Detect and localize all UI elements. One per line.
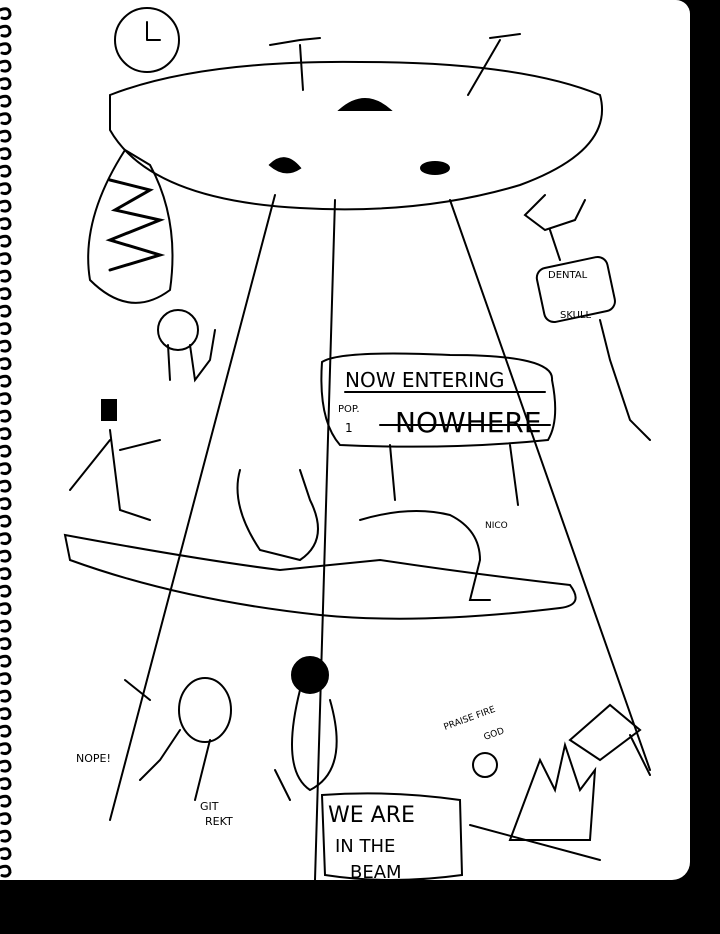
- spiral-ring: [0, 199, 12, 213]
- skull-jar: DENTAL SKULL: [523, 194, 651, 441]
- spiral-ring: [0, 514, 12, 528]
- tractor-beam: [109, 194, 651, 881]
- spiral-ring: [0, 42, 12, 56]
- beam-sign: [320, 792, 464, 881]
- spiral-ring: [0, 392, 12, 406]
- sign: NOW ENTERING POP. 1 NOWHERE: [320, 352, 557, 506]
- label-nico: NICO: [485, 521, 508, 531]
- spiral-ring: [0, 584, 12, 598]
- sign-pop-value: 1: [345, 421, 353, 435]
- label-nope: NOPE!: [76, 752, 111, 765]
- spiral-ring: [0, 532, 12, 546]
- spiral-ring: [0, 479, 12, 493]
- spiral-ring: [0, 304, 12, 318]
- spiral-ring: [0, 164, 12, 178]
- falling-person: [124, 677, 232, 801]
- spiral-ring: [0, 322, 12, 336]
- spiral-ring: [0, 462, 12, 476]
- jar-label-top: DENTAL: [548, 270, 588, 281]
- label-praise: PRAISE FIRE: [443, 705, 498, 733]
- spiral-ring: [0, 567, 12, 581]
- spiral-binding: [0, 7, 12, 878]
- spiral-ring: [0, 182, 12, 196]
- spiral-ring: [0, 94, 12, 108]
- spiral-ring: [0, 287, 12, 301]
- sign-place: NOWHERE: [395, 406, 542, 439]
- spiral-ring: [0, 234, 12, 248]
- spiral-ring: [0, 217, 12, 231]
- spiral-ring: [0, 654, 12, 668]
- spiral-ring: [0, 619, 12, 633]
- spiral-ring: [0, 444, 12, 458]
- spiral-ring: [0, 409, 12, 423]
- campfire: [469, 703, 651, 861]
- spiral-ring: [0, 742, 12, 756]
- spiral-ring: [0, 269, 12, 283]
- spiral-ring: [0, 864, 12, 878]
- spiral-ring: [0, 374, 12, 388]
- spiral-ring: [0, 549, 12, 563]
- clock-icon: [114, 7, 180, 73]
- beam-figure: [274, 656, 338, 801]
- spiral-ring: [0, 602, 12, 616]
- spiral-ring: [0, 112, 12, 126]
- spiral-ring: [0, 24, 12, 38]
- spiral-ring: [0, 339, 12, 353]
- spiral-ring: [0, 637, 12, 651]
- spiral-ring: [0, 672, 12, 686]
- label-rekt: REKT: [205, 815, 233, 828]
- sign-pop-label: POP.: [338, 404, 360, 415]
- space-cat: [157, 309, 216, 383]
- spiral-ring: [0, 847, 12, 861]
- beam-text-line3: BEAM: [350, 862, 402, 883]
- spiral-ring: [0, 777, 12, 791]
- spiral-ring: [0, 252, 12, 266]
- spiral-ring: [0, 147, 12, 161]
- jar-label-bottom: SKULL: [560, 310, 592, 321]
- airplane: [63, 469, 577, 620]
- spiral-ring: [0, 7, 12, 21]
- spiral-ring: [0, 707, 12, 721]
- spiral-ring: [0, 427, 12, 441]
- spiral-ring: [0, 812, 12, 826]
- spiral-ring: [0, 59, 12, 73]
- spiral-ring: [0, 724, 12, 738]
- spiral-ring: [0, 689, 12, 703]
- label-git: GIT: [200, 800, 219, 813]
- top-hat-man: [69, 399, 161, 521]
- label-god: GOD: [483, 726, 506, 743]
- spiral-ring: [0, 829, 12, 843]
- spiral-ring: [0, 759, 12, 773]
- paper: [0, 0, 690, 880]
- spiral-ring: [0, 794, 12, 808]
- spiral-ring: [0, 357, 12, 371]
- sign-line1: NOW ENTERING: [345, 368, 505, 392]
- beam-text-line2: IN THE: [335, 836, 395, 857]
- spiral-ring: [0, 497, 12, 511]
- ufo: [87, 33, 604, 304]
- spiral-ring: [0, 129, 12, 143]
- spiral-ring: [0, 77, 12, 91]
- beam-text-line1: WE ARE: [328, 803, 415, 828]
